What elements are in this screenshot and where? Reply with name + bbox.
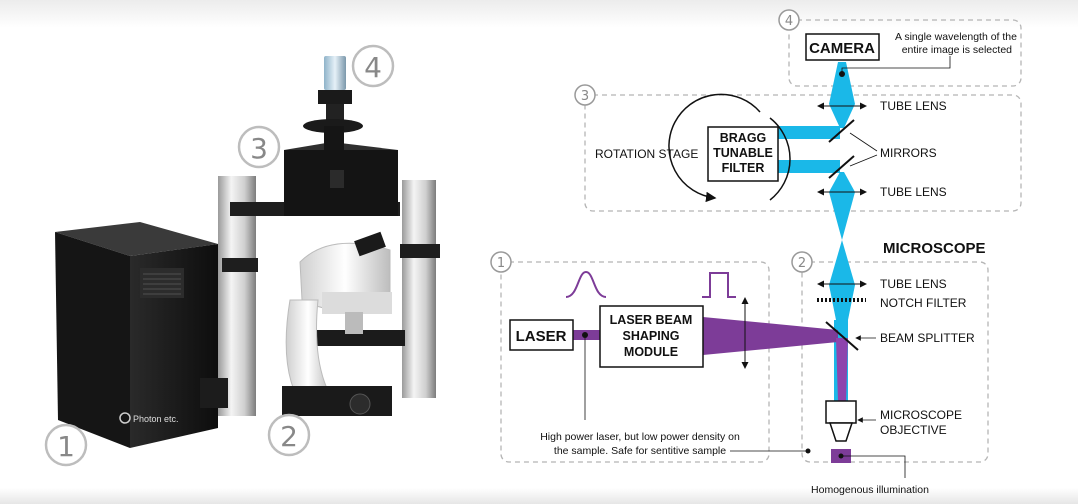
beam-splitter-label: BEAM SPLITTER — [880, 331, 975, 345]
section-number-4: 4 — [778, 9, 800, 31]
tube-lens-label-2: TUBE LENS — [880, 185, 947, 199]
mirror-lower — [828, 155, 855, 179]
brand-label: Photon etc. — [133, 414, 179, 424]
section-box-3 — [584, 94, 1022, 212]
bragg-line3: FILTER — [722, 161, 765, 175]
microscope-title: MICROSCOPE — [883, 240, 986, 257]
photo-callout-2: 2 — [267, 413, 311, 457]
bottom-gradient-band — [0, 488, 1078, 504]
shaping-line2: SHAPING — [623, 329, 680, 343]
camera-box — [805, 33, 880, 61]
svg-text:4: 4 — [785, 14, 793, 29]
photon-logo-icon — [119, 412, 131, 424]
laser-note-line2: the sample. Safe for sentitive sample — [554, 445, 726, 457]
svg-text:4: 4 — [364, 51, 382, 84]
svg-text:2: 2 — [798, 256, 806, 271]
shaping-line3: MODULE — [624, 345, 678, 359]
bragg-line2: TUNABLE — [713, 146, 773, 160]
homogenous-label: Homogenous illumination — [811, 484, 929, 496]
tube-lens-label-3: TUBE LENS — [880, 277, 947, 291]
notch-filter-label: NOTCH FILTER — [880, 296, 967, 310]
photo-callout-3: 3 — [237, 125, 281, 169]
shaping-line1: LASER BEAM — [610, 313, 693, 327]
svg-text:3: 3 — [581, 89, 589, 104]
svg-text:3: 3 — [250, 132, 268, 165]
camera-unit — [303, 56, 363, 150]
photo-callout-4: 4 — [351, 44, 395, 88]
svg-text:1: 1 — [497, 256, 505, 271]
camera-note-line2: entire image is selected — [902, 44, 1012, 56]
laser-label: LASER — [516, 328, 567, 345]
mirror-upper — [828, 119, 855, 143]
tophat-profile-icon — [702, 272, 736, 298]
top-gradient-band — [0, 0, 1078, 28]
camera-note-line1: A single wavelength of the — [895, 31, 1017, 43]
rotation-stage-label: ROTATION STAGE — [595, 147, 698, 161]
section-number-2: 2 — [791, 251, 813, 273]
microscope-body — [200, 142, 405, 416]
mirrors-label: MIRRORS — [880, 146, 937, 160]
laser-unit: Photon etc. — [55, 222, 218, 448]
bragg-line1: BRAGG — [720, 131, 767, 145]
bragg-filter-box — [707, 126, 779, 182]
section-number-3: 3 — [574, 84, 596, 106]
section-box-4 — [788, 19, 1022, 87]
section-number-1: 1 — [490, 251, 512, 273]
section-box-1 — [500, 261, 770, 463]
blue-beam — [778, 62, 855, 402]
photo-callout-1: 1 — [44, 423, 88, 467]
laser-box — [509, 319, 574, 351]
objective-line1: MICROSCOPE — [880, 408, 962, 422]
camera-label: CAMERA — [809, 40, 875, 57]
svg-text:2: 2 — [280, 420, 298, 453]
tube-lens-label-1: TUBE LENS — [880, 99, 947, 113]
section-box-2 — [801, 261, 989, 463]
rotation-arrow — [668, 93, 761, 203]
laser-note-line1: High power laser, but low power density … — [540, 431, 740, 443]
objective-icon — [825, 400, 857, 442]
svg-text:1: 1 — [57, 430, 75, 463]
objective-line2: OBJECTIVE — [880, 423, 947, 437]
camera-pointer-line — [841, 56, 951, 74]
beam-splitter-mark — [825, 321, 859, 351]
shaping-module-box — [599, 305, 704, 368]
gaussian-profile-icon — [565, 270, 607, 298]
